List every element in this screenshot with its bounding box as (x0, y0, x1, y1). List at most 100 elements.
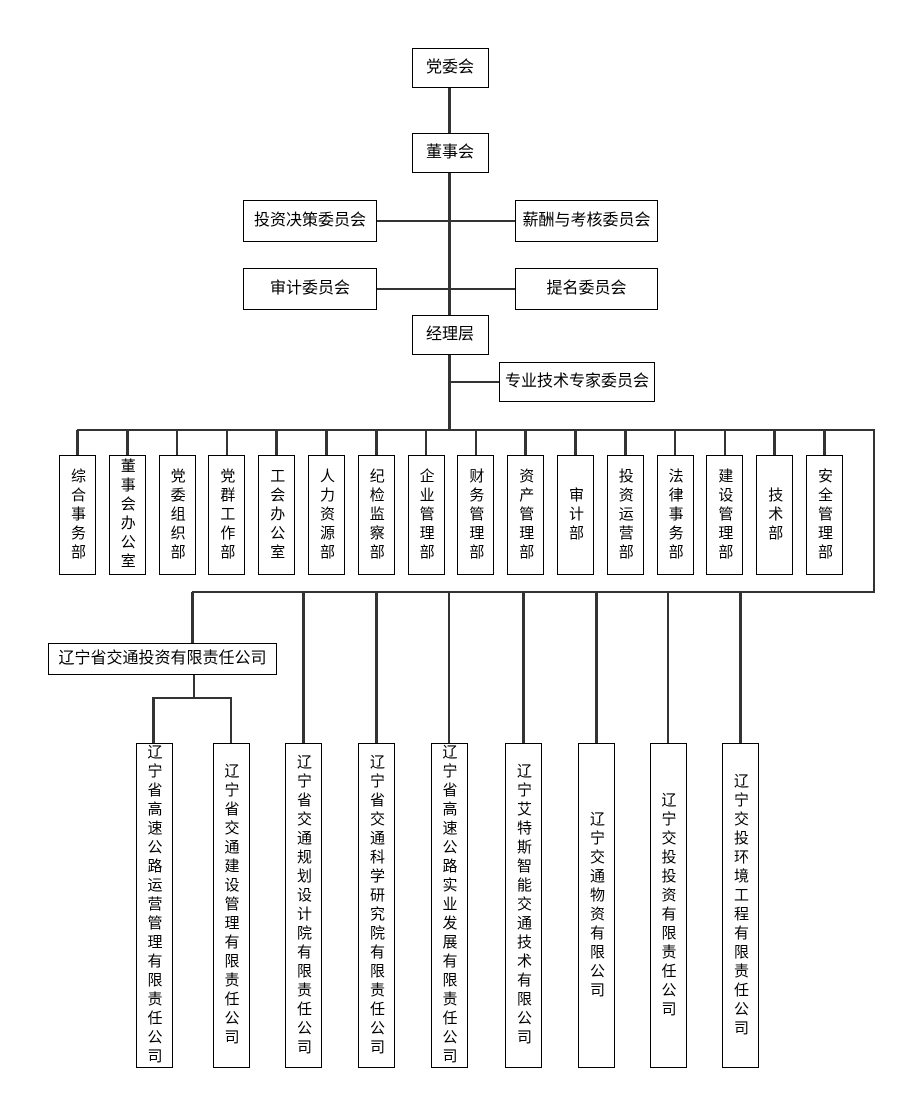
node-label: 辽宁省高速公路实业发展有限责任公司 (440, 744, 458, 1067)
department-box: 人力资源部 (308, 455, 345, 575)
subsidiary-box: 辽宁省交通规划设计院有限责任公司 (285, 743, 322, 1068)
node-board-of-directors: 董事会 (411, 133, 489, 173)
connector-line (76, 430, 79, 455)
department-box: 纪检监察部 (357, 455, 395, 575)
connector-line (424, 430, 428, 455)
node-label: 审计部 (567, 486, 584, 544)
node-label: 辽宁艾特斯智能交通技术有限公司 (515, 763, 532, 1048)
node-label: 辽宁省交通投资有限责任公司 (58, 650, 267, 667)
connector-line (449, 380, 499, 384)
node-label: 党群工作部 (218, 467, 236, 563)
node-label: 薪酬与考核委员会 (522, 212, 651, 229)
subsidiary-box: 辽宁交投投资有限责任公司 (649, 743, 687, 1068)
node-label: 投资决策委员会 (253, 212, 366, 229)
department-box: 企业管理部 (407, 455, 445, 575)
subsidiary-box: 辽宁艾特斯智能交通技术有限公司 (505, 743, 542, 1068)
node-label: 辽宁省交通规划设计院有限责任公司 (295, 753, 312, 1058)
connector-line (175, 430, 179, 455)
connector-line (524, 430, 527, 455)
subsidiary-box: 辽宁省交通科学研究院有限责任公司 (358, 743, 395, 1068)
connector-line (474, 430, 478, 455)
node-label: 法律事务部 (666, 467, 684, 563)
node-expert-committee: 专业技术专家委员会 (499, 362, 655, 402)
department-box: 董事会办公室 (108, 455, 146, 575)
node-label: 经理层 (425, 326, 474, 343)
node-committee-remuneration-appraisal: 薪酬与考核委员会 (515, 200, 658, 242)
connector-line (192, 675, 196, 700)
node-party-committee: 党委会 (411, 48, 489, 88)
connector-line (448, 173, 451, 316)
connector-line (773, 430, 776, 455)
connector-line (666, 592, 670, 743)
connector-line (191, 592, 194, 643)
node-label: 党委组织部 (168, 467, 186, 563)
node-label: 资产管理部 (517, 467, 535, 563)
connector-line (152, 696, 233, 700)
node-label: 董事会 (425, 144, 474, 161)
department-box: 综合事务部 (59, 455, 96, 575)
node-investment-company: 辽宁省交通投资有限责任公司 (48, 643, 277, 675)
node-label: 安全管理部 (816, 467, 833, 563)
node-label: 辽宁省高速公路运营管理有限责任公司 (145, 744, 163, 1067)
subsidiary-box: 辽宁省交通建设管理有限责任公司 (212, 743, 250, 1068)
subsidiary-box: 辽宁省高速公路运营管理有限责任公司 (135, 743, 173, 1068)
node-management-layer: 经理层 (411, 315, 489, 355)
department-box: 法律事务部 (656, 455, 694, 575)
connector-line (126, 430, 129, 455)
department-box: 安全管理部 (806, 455, 843, 575)
connector-line (673, 430, 677, 455)
node-label: 辽宁交投环境工程有限责任公司 (732, 772, 749, 1039)
department-box: 投资运营部 (606, 455, 644, 575)
connector-line (375, 592, 378, 743)
connector-line (325, 430, 328, 455)
department-box: 技术部 (756, 455, 794, 575)
department-box: 财务管理部 (457, 455, 495, 575)
connector-line (448, 88, 451, 134)
connector-line (872, 430, 876, 594)
node-label: 纪检监察部 (367, 467, 385, 563)
node-label: 辽宁交投投资有限责任公司 (659, 791, 677, 1020)
node-label: 董事会办公室 (118, 458, 136, 572)
connector-line (302, 592, 305, 743)
connector-line (574, 430, 577, 455)
subsidiary-box: 辽宁交投环境工程有限责任公司 (722, 743, 759, 1068)
node-label: 人力资源部 (318, 467, 335, 563)
node-label: 审计委员会 (269, 280, 350, 297)
connector-line (375, 430, 378, 455)
connector-line (275, 430, 278, 455)
connector-line (723, 430, 727, 455)
node-label: 专业技术专家委员会 (504, 373, 649, 390)
node-label: 辽宁交通物资有限公司 (588, 810, 605, 1001)
department-box: 党群工作部 (208, 455, 246, 575)
node-committee-nomination: 提名委员会 (515, 268, 658, 310)
node-label: 建设管理部 (716, 467, 734, 563)
connector-line (624, 430, 627, 455)
connector-line (225, 430, 229, 455)
connector-line (192, 590, 876, 594)
department-box: 资产管理部 (507, 455, 545, 575)
connector-line (448, 355, 451, 432)
connector-line (377, 287, 515, 291)
node-label: 提名委员会 (546, 280, 627, 297)
node-label: 辽宁省交通科学研究院有限责任公司 (368, 753, 385, 1058)
connector-line (595, 592, 598, 743)
node-label: 投资运营部 (616, 467, 634, 563)
connector-line (229, 698, 233, 743)
node-label: 工会办公室 (268, 467, 286, 563)
subsidiary-box: 辽宁交通物资有限公司 (578, 743, 615, 1068)
connector-line (377, 219, 515, 223)
node-label: 企业管理部 (417, 467, 435, 563)
subsidiary-box: 辽宁省高速公路实业发展有限责任公司 (430, 743, 468, 1068)
department-box: 党委组织部 (158, 455, 196, 575)
connector-line (152, 698, 155, 743)
node-label: 财务管理部 (467, 467, 485, 563)
node-label: 综合事务部 (69, 467, 86, 563)
connector-line (739, 592, 742, 743)
node-label: 党委会 (425, 59, 474, 76)
node-committee-audit: 审计委员会 (243, 268, 377, 310)
department-box: 审计部 (557, 455, 594, 575)
department-box: 工会办公室 (258, 455, 296, 575)
connector-line (447, 592, 451, 743)
node-committee-investment-decision: 投资决策委员会 (243, 200, 377, 242)
